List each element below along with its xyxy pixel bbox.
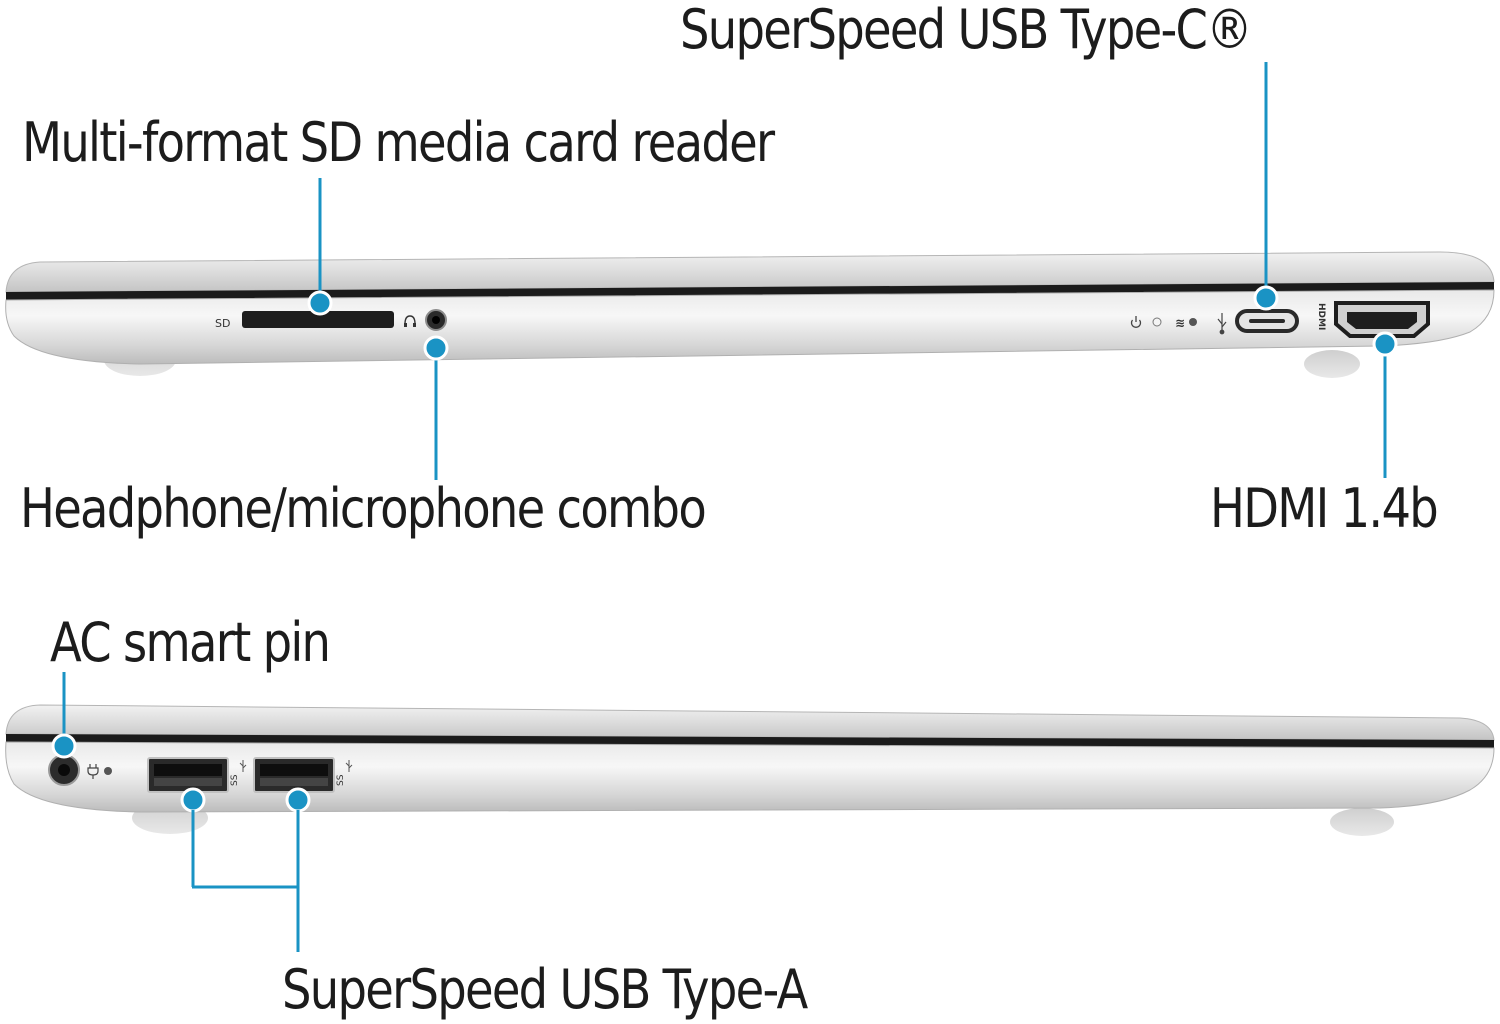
lid-gap bbox=[6, 282, 1494, 300]
laptop-base bbox=[5, 741, 1495, 813]
laptop-foot bbox=[1304, 350, 1360, 378]
hdmi-mark: HDMI bbox=[1316, 303, 1326, 330]
laptop-lid bbox=[5, 704, 1495, 741]
laptop-base bbox=[5, 289, 1495, 365]
sd-card-slot[interactable] bbox=[242, 311, 394, 328]
label-usb-c: SuperSpeed USB Type-C® bbox=[680, 0, 1253, 61]
callout-dot-headphone bbox=[423, 335, 449, 361]
callouts bbox=[51, 62, 1398, 952]
callout-dot-usb-a-2 bbox=[285, 787, 311, 813]
ss-usb-mark: SS bbox=[336, 774, 346, 786]
ss-usb-icon bbox=[239, 760, 247, 772]
label-usb-a: SuperSpeed USB Type-A bbox=[282, 958, 808, 1021]
sd-mark: SD bbox=[215, 317, 230, 330]
laptop-lid bbox=[5, 251, 1495, 293]
ss-usb-mark: SS bbox=[230, 774, 240, 786]
headphone-icon bbox=[404, 315, 416, 327]
laptop-right-side: SD ≋ HDMI bbox=[5, 251, 1495, 378]
label-hdmi: HDMI 1.4b bbox=[1210, 477, 1439, 540]
label-headphone: Headphone/microphone combo bbox=[20, 477, 707, 540]
label-sd-reader: Multi-format SD media card reader bbox=[22, 111, 775, 174]
charge-led bbox=[104, 767, 112, 775]
callout-dot-ac-pin bbox=[51, 733, 77, 759]
label-ac-pin: AC smart pin bbox=[50, 611, 331, 674]
storage-led bbox=[1189, 318, 1197, 326]
callout-dot-sd bbox=[307, 290, 333, 316]
charge-icon bbox=[87, 764, 99, 779]
ss-usb-icon bbox=[345, 760, 353, 772]
callout-dot-usb-c bbox=[1253, 285, 1279, 311]
callout-dot-usb-a-1 bbox=[180, 787, 206, 813]
laptop-left-side: SS SS bbox=[5, 704, 1495, 836]
usb-icon bbox=[1217, 313, 1227, 335]
power-icon bbox=[1130, 316, 1142, 328]
lid-gap bbox=[6, 734, 1494, 748]
callout-dot-hdmi bbox=[1372, 331, 1398, 357]
power-led bbox=[1152, 317, 1162, 327]
storage-activity-icon: ≋ bbox=[1175, 316, 1185, 330]
laptop-foot bbox=[1330, 808, 1394, 836]
